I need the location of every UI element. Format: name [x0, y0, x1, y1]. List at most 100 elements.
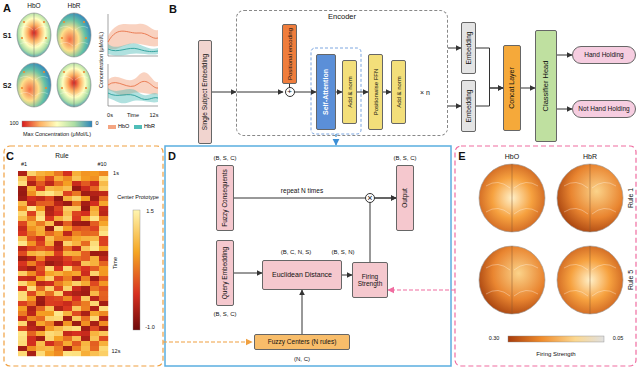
heatmap-cell [36, 281, 45, 286]
heatmap-cell [36, 196, 45, 201]
heatmap-cell [27, 216, 36, 221]
heatmap-cell [81, 196, 90, 201]
heatmap-cell [54, 271, 63, 276]
heatmap-cell [18, 211, 27, 216]
heatmap-cell [54, 226, 63, 231]
heatmap-cell [27, 351, 36, 356]
annotation: Max Concentration (μMol/L) [23, 132, 91, 138]
heatmap-cell [72, 266, 81, 271]
heatmap-cell [90, 181, 99, 186]
heatmap-cell [63, 326, 72, 331]
annotation: 12s [112, 349, 121, 355]
process-box: Query Embedding [216, 240, 234, 306]
heatmap-cell [72, 346, 81, 351]
heatmap-cell [99, 326, 108, 331]
annotation: HbR [583, 153, 597, 160]
heatmap-cell [36, 301, 45, 306]
node-label: Hand Holding [584, 51, 623, 58]
connector [476, 88, 503, 106]
heatmap-cell [63, 351, 72, 356]
heatmap-cell [81, 231, 90, 236]
heatmap-cell [63, 276, 72, 281]
heatmap-cell [45, 306, 54, 311]
heatmap-cell [36, 171, 45, 176]
heatmap-cell [81, 181, 90, 186]
heatmap-cell [72, 181, 81, 186]
annotation: 0.05 [613, 336, 624, 342]
encoder-box: EncoderPositional encodingSelf-Attention… [236, 10, 448, 136]
heatmap-cell [72, 286, 81, 291]
heatmap-cell [18, 271, 27, 276]
attention-block-outline [311, 48, 361, 134]
heatmap-cell [81, 251, 90, 256]
heatmap-cell [36, 186, 45, 191]
heatmap-cell [99, 276, 108, 281]
annotation: 100 [9, 121, 18, 127]
heatmap-cell [36, 271, 45, 276]
heatmap-cell [63, 256, 72, 261]
heatmap-cell [90, 201, 99, 206]
heatmap-cell [72, 296, 81, 301]
annotation: Firing Strength [536, 351, 575, 357]
process-box: Fuzzy Consequents [216, 165, 234, 231]
brain-gyri [486, 182, 616, 296]
optode [43, 71, 45, 73]
heatmap-cell [18, 351, 27, 356]
heatmap-cell [99, 281, 108, 286]
heatmap-cell [81, 271, 90, 276]
optode-dots [21, 21, 87, 89]
heatmap-cell [18, 186, 27, 191]
heatmap-cell [81, 301, 90, 306]
heatmap-cell [27, 181, 36, 186]
heatmap-cell [45, 346, 54, 351]
heatmap-cell [81, 246, 90, 251]
heatmap-cell [99, 321, 108, 326]
heatmap-cell [81, 316, 90, 321]
heatmap-cell [81, 286, 90, 291]
heatmap-cell [45, 271, 54, 276]
hbr-line [108, 48, 158, 51]
heatmap-cell [27, 171, 36, 176]
heatmap-cell [18, 261, 27, 266]
heatmap-cell [72, 326, 81, 331]
heatmap-cell [90, 311, 99, 316]
heatmap-cell [54, 336, 63, 341]
heatmap-cell [90, 346, 99, 351]
heatmap-cell [27, 186, 36, 191]
heatmap-cell [54, 296, 63, 301]
annotation: Rule [55, 153, 68, 160]
connector [234, 273, 262, 274]
heatmap-cell [72, 291, 81, 296]
heatmap-cell [81, 201, 90, 206]
heatmap-cell [18, 181, 27, 186]
heatmap-cell [54, 211, 63, 216]
heatmap-cell [18, 291, 27, 296]
heatmap-cell [18, 176, 27, 181]
heatmap-cell [54, 191, 63, 196]
heatmap-cell [63, 206, 72, 211]
process-box: Positionwise FFN [368, 54, 383, 130]
heatmap-cell [72, 186, 81, 191]
heatmap-cell [54, 306, 63, 311]
heatmap-cell [45, 236, 54, 241]
heatmap-cell [54, 251, 63, 256]
panel-outline [455, 146, 636, 366]
heatmap-cell [36, 211, 45, 216]
heatmap-cell [54, 341, 63, 346]
heatmap-cell [54, 196, 63, 201]
node-label: Euclidean Distance [272, 271, 332, 279]
heatmap-cell [90, 281, 99, 286]
heatmap-cell [72, 201, 81, 206]
edge-label: repeat N times [280, 188, 324, 195]
annotation: × n [420, 89, 430, 96]
heatmap-cell [72, 206, 81, 211]
optode [43, 21, 45, 23]
heatmap-cell [81, 216, 90, 221]
heatmap-cell [99, 271, 108, 276]
heatmap-cell [36, 241, 45, 246]
heatmap-cell [63, 336, 72, 341]
heatmap-cell [45, 246, 54, 251]
heatmap-cell [45, 251, 54, 256]
heatmap-cell [45, 331, 54, 336]
heatmap-cell [99, 331, 108, 336]
